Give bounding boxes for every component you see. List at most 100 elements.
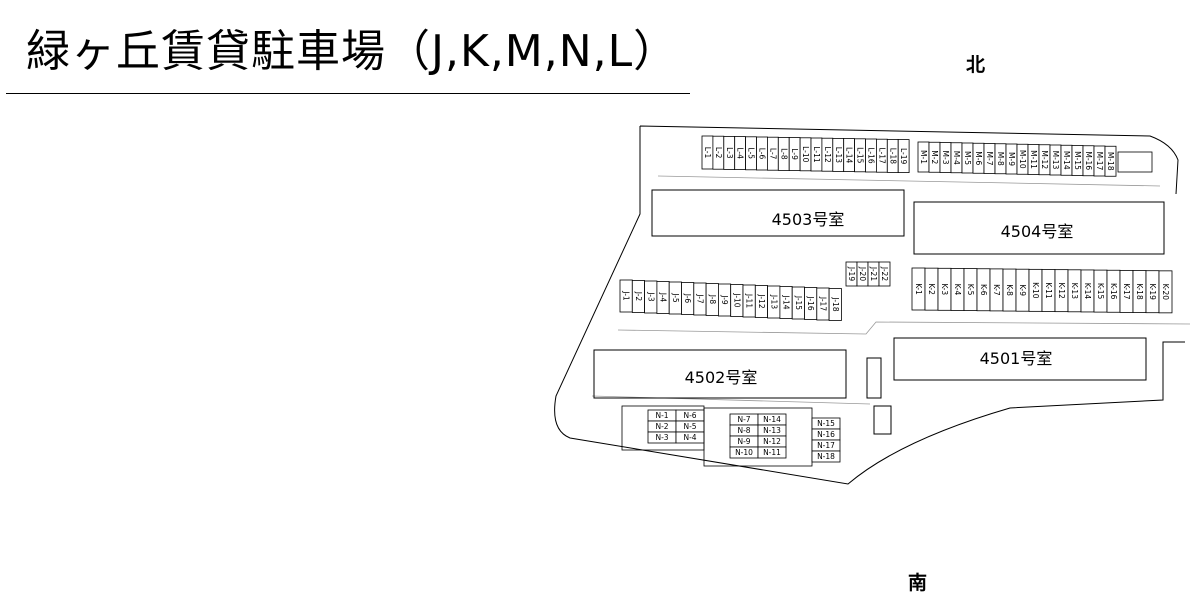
parking-stall-l-1[interactable]: L-1	[701, 135, 714, 170]
parking-stall-j-14[interactable]: J-14	[779, 286, 793, 319]
parking-stall-j-12[interactable]: J-12	[754, 285, 768, 318]
parking-stall-m-15[interactable]: M-15	[1071, 145, 1084, 176]
parking-stall-l-17[interactable]: L-17	[876, 138, 888, 173]
parking-stall-k-14[interactable]: K-14	[1080, 269, 1095, 313]
parking-stall-n-8[interactable]: N-8	[729, 424, 759, 437]
parking-stall-m-11[interactable]: M-11	[1027, 144, 1040, 175]
parking-stall-k-17[interactable]: K-17	[1119, 269, 1134, 313]
parking-stall-j-17[interactable]: J-17	[816, 287, 830, 321]
parking-stall-m-3[interactable]: M-3	[939, 142, 952, 173]
parking-stall-n-1[interactable]: N-1	[647, 409, 677, 422]
parking-stall-n-9[interactable]: N-9	[729, 435, 759, 448]
parking-stall-k-3[interactable]: K-3	[937, 267, 952, 311]
parking-stall-k-12[interactable]: K-12	[1054, 269, 1069, 313]
parking-stall-j-7[interactable]: J-7	[693, 282, 707, 316]
parking-stall-j-6[interactable]: J-6	[681, 282, 695, 315]
parking-stall-k-11[interactable]: K-11	[1041, 269, 1056, 312]
parking-stall-m-17[interactable]: M-17	[1093, 145, 1106, 177]
parking-stall-j-4[interactable]: J-4	[656, 281, 670, 314]
parking-stall-n-11[interactable]: N-11	[757, 446, 787, 459]
parking-stall-n-7[interactable]: N-7	[729, 413, 759, 426]
parking-stall-l-16[interactable]: L-16	[865, 138, 877, 173]
parking-stall-m-5[interactable]: M-5	[961, 142, 974, 174]
parking-stall-l-13[interactable]: L-13	[832, 137, 845, 172]
parking-stall-l-12[interactable]: L-12	[821, 137, 834, 172]
parking-stall-l-5[interactable]: L-5	[745, 136, 757, 171]
stall-label: L-2	[714, 147, 723, 159]
parking-stall-k-7[interactable]: K-7	[989, 268, 1004, 312]
parking-stall-m-4[interactable]: M-4	[950, 142, 963, 174]
parking-stall-m-12[interactable]: M-12	[1038, 144, 1051, 176]
parking-stall-j-3[interactable]: J-3	[644, 280, 658, 314]
parking-stall-k-18[interactable]: K-18	[1132, 270, 1147, 313]
parking-stall-j-19[interactable]: J-19	[845, 261, 858, 287]
parking-stall-l-2[interactable]: L-2	[712, 135, 725, 170]
parking-stall-k-1[interactable]: K-1	[911, 267, 926, 311]
parking-stall-k-4[interactable]: K-4	[950, 268, 965, 311]
parking-stall-k-6[interactable]: K-6	[976, 268, 991, 312]
parking-stall-l-4[interactable]: L-4	[734, 136, 747, 171]
parking-stall-n-10[interactable]: N-10	[729, 446, 759, 459]
parking-stall-m-7[interactable]: M-7	[983, 143, 996, 174]
parking-stall-j-2[interactable]: J-2	[631, 280, 645, 313]
parking-stall-l-18[interactable]: L-18	[886, 138, 899, 173]
parking-stall-k-15[interactable]: K-15	[1093, 269, 1108, 313]
parking-stall-l-8[interactable]: L-8	[777, 136, 790, 171]
parking-stall-l-10[interactable]: L-10	[799, 137, 812, 172]
parking-stall-n-4[interactable]: N-4	[675, 431, 705, 444]
stall-label: L-1	[703, 147, 712, 159]
parking-stall-n-18[interactable]: N-18	[811, 450, 841, 463]
parking-stall-m-10[interactable]: M-10	[1016, 143, 1029, 175]
parking-stall-k-13[interactable]: K-13	[1067, 269, 1082, 313]
parking-stall-n-2[interactable]: N-2	[647, 420, 677, 433]
parking-stall-k-9[interactable]: K-9	[1015, 268, 1030, 312]
parking-stall-j-21[interactable]: J-21	[867, 261, 880, 287]
parking-stall-k-19[interactable]: K-19	[1145, 270, 1160, 314]
parking-stall-j-16[interactable]: J-16	[804, 287, 818, 320]
parking-stall-m-9[interactable]: M-9	[1005, 143, 1018, 175]
parking-stall-j-22[interactable]: J-22	[878, 261, 891, 287]
parking-stall-l-19[interactable]: L-19	[897, 139, 910, 174]
parking-stall-n-3[interactable]: N-3	[647, 431, 677, 444]
parking-stall-j-11[interactable]: J-11	[742, 284, 756, 318]
parking-stall-m-2[interactable]: M-2	[928, 141, 941, 173]
parking-stall-m-1[interactable]: M-1	[917, 141, 930, 173]
parking-stall-l-7[interactable]: L-7	[767, 136, 779, 171]
parking-stall-m-14[interactable]: M-14	[1060, 144, 1073, 176]
parking-stall-j-13[interactable]: J-13	[767, 285, 781, 319]
parking-stall-l-9[interactable]: L-9	[788, 137, 801, 172]
parking-stall-k-20[interactable]: K-20	[1158, 270, 1173, 314]
parking-stall-j-20[interactable]: J-20	[856, 261, 869, 287]
parking-stall-l-6[interactable]: L-6	[756, 136, 768, 171]
parking-stall-k-5[interactable]: K-5	[963, 268, 978, 312]
parking-stall-j-5[interactable]: J-5	[668, 281, 682, 315]
parking-stall-l-15[interactable]: L-15	[854, 138, 866, 173]
parking-stall-k-2[interactable]: K-2	[924, 267, 939, 311]
parking-stall-m-18[interactable]: M-18	[1104, 145, 1117, 177]
stall-box	[1104, 145, 1117, 177]
parking-stall-m-8[interactable]: M-8	[994, 143, 1007, 175]
parking-stall-l-14[interactable]: L-14	[843, 138, 856, 173]
parking-stall-j-10[interactable]: J-10	[730, 284, 744, 317]
parking-stall-j-15[interactable]: J-15	[791, 286, 805, 320]
parking-stall-j-18[interactable]: J-18	[828, 288, 842, 321]
parking-stall-m-13[interactable]: M-13	[1049, 144, 1062, 176]
parking-stall-k-16[interactable]: K-16	[1106, 269, 1121, 313]
parking-stall-m-6[interactable]: M-6	[972, 142, 985, 174]
parking-stall-j-9[interactable]: J-9	[718, 283, 732, 317]
parking-stall-n-14[interactable]: N-14	[757, 413, 787, 426]
parking-stall-j-8[interactable]: J-8	[705, 283, 719, 316]
parking-stall-n-13[interactable]: N-13	[757, 424, 787, 437]
parking-stall-k-8[interactable]: K-8	[1002, 268, 1017, 312]
parking-stall-n-17[interactable]: N-17	[811, 439, 841, 452]
parking-stall-k-10[interactable]: K-10	[1028, 268, 1043, 312]
parking-stall-n-12[interactable]: N-12	[757, 435, 787, 448]
parking-stall-n-5[interactable]: N-5	[675, 420, 705, 433]
parking-stall-l-11[interactable]: L-11	[810, 137, 823, 172]
parking-stall-l-3[interactable]: L-3	[723, 135, 736, 170]
parking-stall-m-16[interactable]: M-16	[1082, 145, 1095, 177]
parking-stall-n-6[interactable]: N-6	[675, 409, 705, 422]
parking-stall-j-1[interactable]: J-1	[619, 279, 633, 313]
parking-stall-n-15[interactable]: N-15	[811, 417, 841, 430]
parking-stall-n-16[interactable]: N-16	[811, 428, 841, 441]
